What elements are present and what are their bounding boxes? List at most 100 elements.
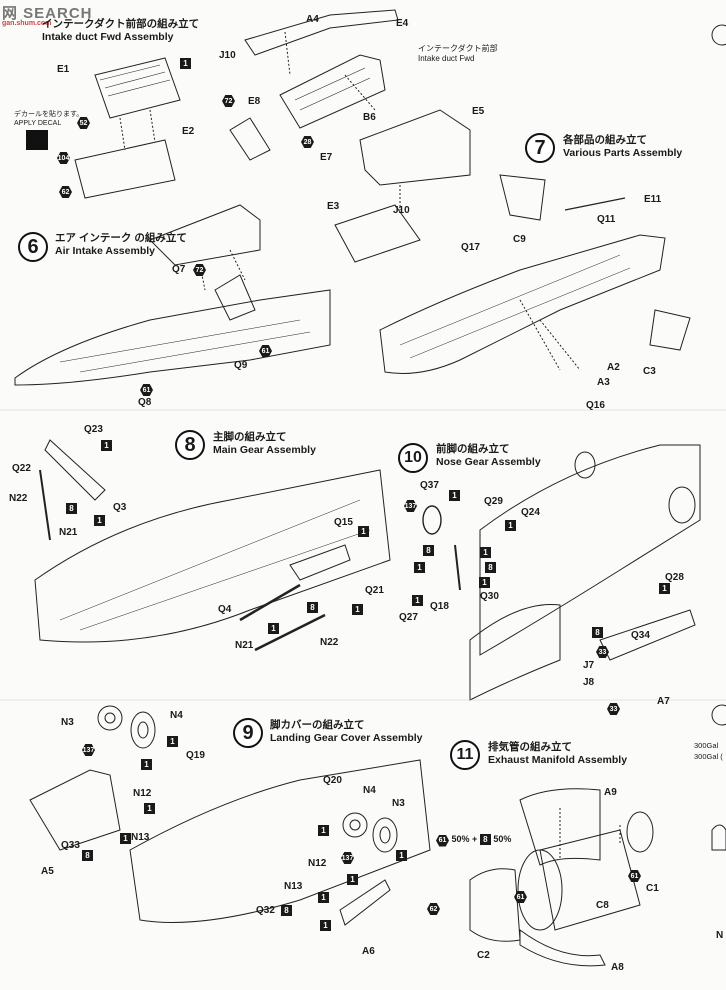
watermark: 网 SEARCH <box>2 5 93 22</box>
paint-mix-a: 61 <box>436 834 449 847</box>
color-code-1: 1 <box>318 825 329 836</box>
part-label: Q9 <box>234 360 248 371</box>
part-label: E4 <box>396 18 409 29</box>
decal-note: デカールを貼ります。 APPLY DECAL <box>14 110 83 128</box>
step7-title-jp: 各部品の組み立て <box>563 134 647 146</box>
part-label: N12 <box>308 858 327 869</box>
step6-title-jp: エア インテーク の組み立て <box>55 232 187 244</box>
part-label: A8 <box>611 962 624 973</box>
part-e5 <box>359 109 471 186</box>
fuselage-nose <box>14 289 331 386</box>
color-code-1: 1 <box>141 759 152 770</box>
color-code-1: 1 <box>167 736 178 747</box>
part-label: Q24 <box>521 507 540 518</box>
color-code-1: 1 <box>505 520 516 531</box>
part-label: N21 <box>59 527 78 538</box>
color-code-1: 1 <box>268 623 279 634</box>
color-code-1: 1 <box>414 562 425 573</box>
paint-mix-a-pct: 50% <box>451 834 470 844</box>
step9-title-jp: 脚カバーの組み立て <box>270 719 365 731</box>
part-label: N13 <box>284 881 303 892</box>
step6-title-en: Air Intake Assembly <box>55 245 155 257</box>
part-label: N22 <box>9 493 28 504</box>
color-code-1: 1 <box>94 515 105 526</box>
color-code-72: 72 <box>193 264 206 276</box>
part-label: Q8 <box>138 397 152 408</box>
step11-title-jp: 排気管の組み立て <box>488 741 572 753</box>
part-label: E11 <box>644 194 662 205</box>
part-label: N3 <box>61 717 74 728</box>
color-code-8: 8 <box>66 503 77 514</box>
step11-title-en: Exhaust Manifold Assembly <box>488 754 628 766</box>
color-code-61: 61 <box>628 870 641 882</box>
part-label: N4 <box>170 710 183 721</box>
part-label: C3 <box>643 366 656 377</box>
color-code-8: 8 <box>281 905 292 916</box>
part-e8 <box>229 117 271 161</box>
color-code-104: 104 <box>57 152 70 164</box>
color-code-33: 33 <box>596 646 609 658</box>
watermark-sub: gan.shum.com <box>2 20 52 27</box>
part-label: A9 <box>604 787 617 798</box>
panel-e1 <box>94 57 181 119</box>
part-label: Q15 <box>334 517 353 528</box>
color-code-1: 1 <box>396 850 407 861</box>
color-code-52: 52 <box>77 117 90 129</box>
color-code-62: 62 <box>427 903 440 915</box>
part-label: N3 <box>392 798 405 809</box>
step9-number: 9 <box>233 718 263 748</box>
step6-number: 6 <box>18 232 48 262</box>
part-label: A4 <box>306 14 319 25</box>
color-code-8: 8 <box>307 602 318 613</box>
paint-mix: 61 50% + 8 50% <box>436 834 511 847</box>
part-label: N13 <box>131 832 150 843</box>
exhaust-ring <box>517 849 563 931</box>
part-label: Q30 <box>480 591 499 602</box>
step8-title-en: Main Gear Assembly <box>213 444 316 456</box>
panel-e2 <box>74 139 176 199</box>
part-label: Q21 <box>365 585 384 596</box>
part-label: E5 <box>472 106 485 117</box>
step9-title: 脚カバーの組み立て Landing Gear Cover Assembly <box>270 719 423 745</box>
color-code-1: 1 <box>320 920 331 931</box>
color-code-8: 8 <box>423 545 434 556</box>
part-label: Q33 <box>61 840 80 851</box>
step11-number: 11 <box>450 740 480 770</box>
part-label: J10 <box>219 50 236 61</box>
color-code-1: 1 <box>480 547 491 558</box>
edge-text-1: 300Gal <box>694 741 719 750</box>
intake-callout-en: Intake duct Fwd <box>418 54 475 63</box>
part-label: Q22 <box>12 463 31 474</box>
intake-callout-jp: インテークダクト前部 <box>418 44 498 53</box>
color-code-1: 1 <box>352 604 363 615</box>
part-label: E2 <box>182 126 195 137</box>
part-label: B6 <box>363 112 376 123</box>
part-label: A7 <box>657 696 670 707</box>
part-a8 <box>519 929 606 967</box>
intake-callout: インテークダクト前部 Intake duct Fwd <box>418 44 498 64</box>
fuselage-gear-cover <box>129 759 431 923</box>
part-label: Q32 <box>256 905 275 916</box>
step10-title: 前脚の組み立て Nose Gear Assembly <box>436 443 541 469</box>
part-label: Q37 <box>420 480 439 491</box>
part-label: J8 <box>583 677 595 688</box>
fuselage-nose-gear <box>479 444 701 656</box>
part-label: A5 <box>41 866 54 877</box>
paint-mix-b-pct: 50% <box>493 834 512 844</box>
color-code-1: 1 <box>144 803 155 814</box>
color-code-1: 1 <box>101 440 112 451</box>
step9-title-en: Landing Gear Cover Assembly <box>270 732 423 744</box>
color-code-1: 1 <box>659 583 670 594</box>
part-label: E1 <box>57 64 70 75</box>
color-code-1: 1 <box>120 833 131 844</box>
part-label: Q16 <box>586 400 605 411</box>
part-e3 <box>334 204 421 263</box>
part-e4 <box>244 9 399 56</box>
tamiya-decal-logo <box>26 130 48 150</box>
step10-title-en: Nose Gear Assembly <box>436 456 541 468</box>
part-a9 <box>519 788 601 866</box>
part-label: Q3 <box>113 502 127 513</box>
fuselage-various <box>379 234 666 374</box>
color-code-61: 61 <box>259 345 272 357</box>
color-code-8: 8 <box>592 627 603 638</box>
